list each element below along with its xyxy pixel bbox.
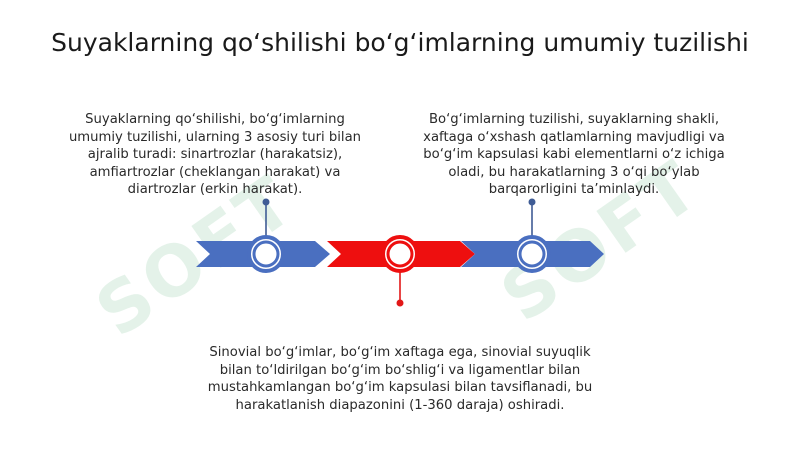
description-line: Bo‘g‘imlarning tuzilishi, suyaklarning s…	[428, 112, 720, 127]
description-line: mustahkamlangan bo‘g‘im kapsulasi bilan …	[207, 380, 593, 395]
description-line: diartrozlar (erkin harakat).	[127, 182, 303, 197]
description-left: Suyaklarning qo‘shilishi, bo‘g‘imlarning…	[50, 111, 380, 199]
description-line: bo‘g‘im kapsulasi kabi elementlarni o‘z …	[423, 147, 725, 162]
description-line: amfiartrozlar (cheklangan harakat) va	[89, 164, 341, 180]
connector-middle-dot	[396, 299, 404, 307]
timeline-node-right-inner	[518, 240, 546, 268]
timeline-node-left-inner	[252, 240, 280, 268]
connector-left-dot	[262, 198, 270, 206]
description-line: oladi, bu harakatlarning 3 o‘qi bo‘ylab	[448, 164, 700, 180]
description-line: barqarorligini ta’minlaydi.	[488, 182, 660, 197]
description-line: umumiy tuzilishi, ularning 3 asosiy turi…	[68, 129, 362, 145]
description-line: Suyaklarning qo‘shilishi, bo‘g‘imlarning	[85, 112, 345, 127]
connector-right-dot	[528, 198, 536, 206]
description-right: Bo‘g‘imlarning tuzilishi, suyaklarning s…	[398, 111, 750, 199]
description-line: Sinovial bo‘g‘imlar, bo‘g‘im xaftaga ega…	[209, 345, 591, 360]
page-title: Suyaklarning qo‘shilishi bo‘g‘imlarning …	[51, 28, 749, 57]
description-line: ajralib turadi: sinartrozlar (harakatsiz…	[87, 147, 343, 162]
description-line: xaftaga o‘xshash qatlamlarning mavjudlig…	[423, 129, 725, 145]
description-line: bilan to‘ldirilgan bo‘g‘im bo‘shlig‘i va…	[219, 362, 581, 378]
description-middle: Sinovial bo‘g‘imlar, bo‘g‘im xaftaga ega…	[170, 344, 630, 414]
timeline-node-middle-inner	[386, 240, 414, 268]
description-line: harakatlanish diapazonini (1-360 daraja)…	[235, 397, 565, 413]
